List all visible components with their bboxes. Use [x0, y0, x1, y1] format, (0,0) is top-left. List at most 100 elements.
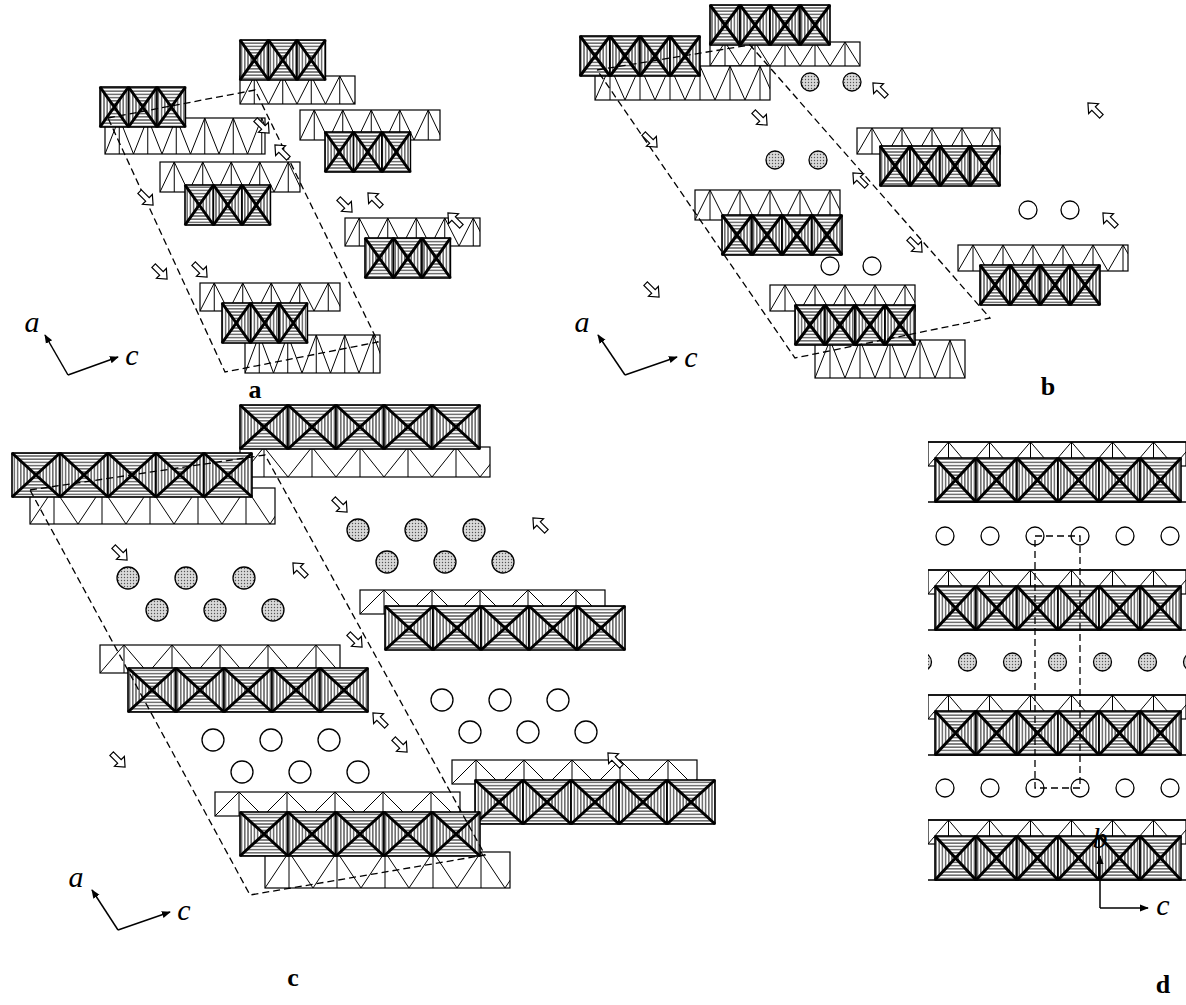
- octahedron: [1017, 711, 1058, 755]
- octahedron: [740, 5, 770, 45]
- octahedron: [222, 303, 251, 343]
- white-atom-row: [821, 201, 1079, 275]
- octahedron: [384, 405, 432, 449]
- panel-b-structure: [580, 5, 1168, 378]
- grey-atom: [405, 519, 427, 541]
- octahedron: [523, 780, 571, 824]
- layer-line: [928, 754, 1186, 755]
- octahedron: [240, 405, 288, 449]
- white-atom: [863, 257, 881, 275]
- shift-arrow: [344, 629, 367, 652]
- grey-atom: [463, 519, 485, 541]
- octahedron: [1140, 458, 1181, 502]
- octahedron: [157, 87, 186, 127]
- shift-arrow: [270, 140, 293, 163]
- unit-cell-outline: [1035, 536, 1080, 788]
- octahedron: [770, 5, 800, 45]
- panels: [12, 5, 1186, 930]
- octahedron: [354, 132, 383, 172]
- grey-atom: [1049, 653, 1067, 671]
- shift-arrow: [1083, 98, 1106, 121]
- axis-arrow: [68, 357, 118, 375]
- grey-atom: [1094, 653, 1112, 671]
- shift-arrow: [389, 734, 412, 757]
- layer-line: [928, 569, 1186, 570]
- shift-arrow: [109, 542, 132, 565]
- octahedron: [214, 185, 243, 225]
- axis-arrow: [1099, 856, 1101, 908]
- axis-arrow: [598, 335, 625, 375]
- shift-arrow: [363, 188, 386, 211]
- unit-cell-outline: [108, 90, 378, 372]
- octahedron: [976, 711, 1017, 755]
- shift-arrow: [528, 513, 551, 536]
- axis-label: a: [575, 307, 590, 337]
- shift-arrow: [848, 168, 871, 191]
- shift-arrow: [107, 749, 130, 772]
- layer-line: [928, 694, 1186, 695]
- shift-arrow: [189, 259, 212, 282]
- white-atom-row: [936, 527, 1179, 797]
- axis-label: b: [1093, 823, 1108, 853]
- grey-atom: [801, 73, 819, 91]
- octahedron: [176, 668, 224, 712]
- axis-label: c: [684, 342, 697, 372]
- octahedron: [710, 5, 740, 45]
- octahedron: [251, 303, 280, 343]
- unit-cell-outline: [597, 45, 990, 358]
- octahedron: [970, 146, 1000, 186]
- axis-arrow: [92, 890, 118, 930]
- grey-atom: [766, 151, 784, 169]
- octahedron: [325, 132, 354, 172]
- octahedron: [1058, 586, 1099, 630]
- grey-atom: [843, 73, 861, 91]
- octahedron: [577, 606, 625, 650]
- panel-label: a: [249, 377, 262, 403]
- octahedron: [279, 303, 308, 343]
- panel-label: c: [287, 965, 299, 991]
- shift-arrow: [868, 78, 891, 101]
- axis-arrow: [1100, 907, 1148, 909]
- grey-atom: [492, 551, 514, 573]
- axis-label: c: [1156, 890, 1169, 920]
- grey-atom: [376, 551, 398, 573]
- octahedron: [910, 146, 940, 186]
- octahedron: [667, 780, 715, 824]
- octahedron: [640, 36, 670, 76]
- octahedron: [242, 185, 271, 225]
- octahedron: [722, 215, 752, 255]
- tetrahedra-strip: [815, 340, 995, 378]
- shift-arrow: [329, 494, 352, 517]
- octahedron: [1099, 586, 1140, 630]
- grey-atom: [959, 653, 977, 671]
- octahedron: [529, 606, 577, 650]
- axis-label: a: [25, 307, 40, 337]
- octahedron: [288, 405, 336, 449]
- octahedron: [1058, 458, 1099, 502]
- white-atom: [517, 721, 539, 743]
- grey-atom: [233, 567, 255, 589]
- layer-line: [928, 819, 1186, 820]
- panel-a-structure: [45, 40, 516, 375]
- octahedron: [980, 265, 1010, 305]
- shift-arrow: [1098, 208, 1121, 231]
- octahedron: [880, 146, 910, 186]
- grey-atom: [117, 567, 139, 589]
- octahedron: [1017, 458, 1058, 502]
- white-atom: [347, 761, 369, 783]
- grey-atom: [1004, 653, 1022, 671]
- axis-label: a: [69, 862, 84, 892]
- unit-cell-outline: [30, 455, 485, 895]
- white-atom: [1161, 527, 1179, 545]
- layer-line: [928, 501, 1186, 502]
- white-atom: [936, 527, 954, 545]
- octahedron: [580, 36, 610, 76]
- shift-arrow: [603, 748, 626, 771]
- octahedron: [433, 606, 481, 650]
- shift-arrow: [749, 107, 772, 130]
- axis-label: c: [177, 895, 190, 925]
- grey-atom: [434, 551, 456, 573]
- white-atom: [431, 689, 453, 711]
